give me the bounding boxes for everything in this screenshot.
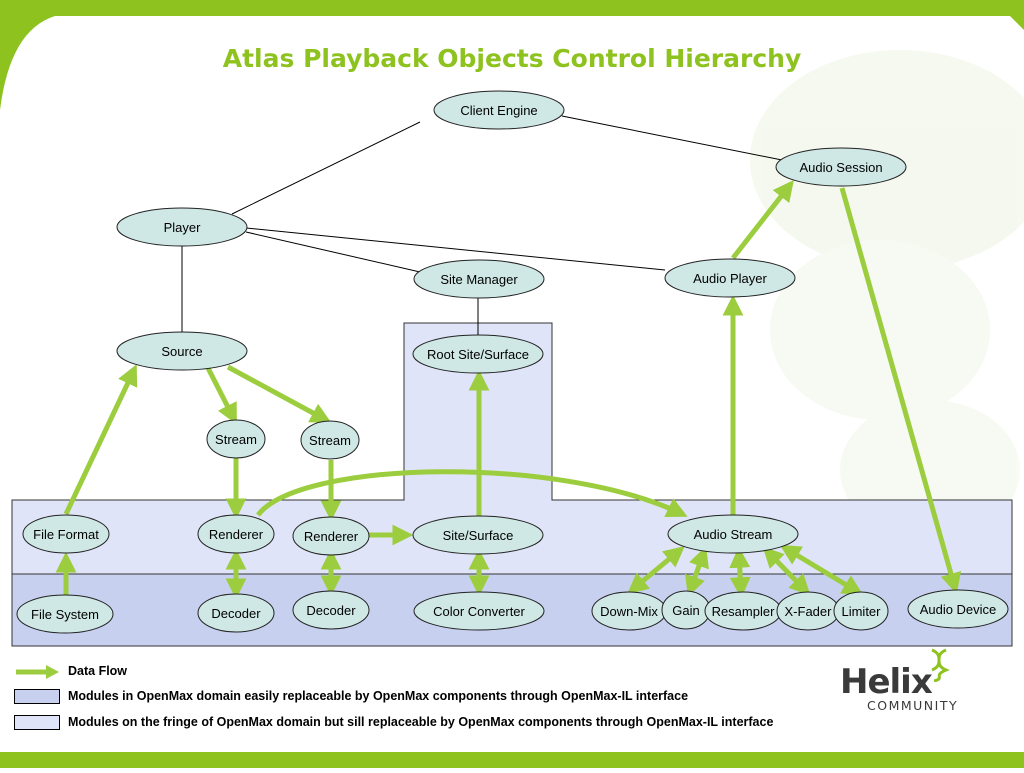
node-decoder-2: Decoder — [292, 590, 370, 630]
node-site-manager: Site Manager — [413, 259, 545, 299]
openmax-fringe-swatch — [14, 714, 60, 730]
logo-sub: COMMUNITY — [867, 698, 959, 713]
node-gain: Gain — [661, 590, 711, 630]
legend-openmax-domain: Modules in OpenMax domain easily replace… — [14, 687, 688, 705]
openmax-domain-swatch — [14, 688, 60, 704]
node-decoder-1: Decoder — [197, 593, 275, 633]
logo-word: Helix — [840, 662, 933, 702]
data-flow-arrows — [55, 180, 962, 600]
node-renderer-2: Renderer — [292, 516, 370, 556]
legend-openmax-fringe-label: Modules on the fringe of OpenMax domain … — [68, 715, 774, 729]
legend-openmax-domain-label: Modules in OpenMax domain easily replace… — [68, 689, 689, 703]
node-audio-session: Audio Session — [775, 147, 907, 187]
node-renderer-1: Renderer — [197, 514, 275, 554]
node-root-site-surface: Root Site/Surface — [412, 334, 544, 374]
node-stream-2: Stream — [300, 420, 360, 460]
node-audio-player: Audio Player — [664, 258, 796, 298]
svg-text:Resampler: Resampler — [712, 604, 776, 619]
svg-text:Player: Player — [164, 220, 202, 235]
legend-data-flow-label: Data Flow — [68, 664, 128, 678]
node-down-mix: Down-Mix — [591, 591, 667, 631]
legend-openmax-fringe: Modules on the fringe of OpenMax domain … — [14, 713, 773, 731]
node-player: Player — [116, 207, 248, 247]
node-x-fader: X-Fader — [776, 591, 840, 631]
svg-text:File Format: File Format — [33, 527, 99, 542]
svg-text:Renderer: Renderer — [209, 527, 264, 542]
svg-text:Stream: Stream — [215, 432, 257, 447]
helix-icon — [931, 648, 950, 682]
svg-text:X-Fader: X-Fader — [785, 604, 833, 619]
svg-text:Gain: Gain — [672, 603, 699, 618]
control-lines — [181, 115, 783, 337]
svg-text:Audio Player: Audio Player — [693, 271, 767, 286]
svg-text:Down-Mix: Down-Mix — [600, 604, 658, 619]
node-stream-1: Stream — [206, 419, 266, 459]
node-color-converter: Color Converter — [413, 591, 545, 631]
node-limiter: Limiter — [833, 591, 889, 631]
svg-text:Client Engine: Client Engine — [460, 103, 537, 118]
svg-text:Site Manager: Site Manager — [440, 272, 518, 287]
node-resampler: Resampler — [704, 591, 782, 631]
legend-data-flow: Data Flow — [14, 662, 127, 680]
svg-text:Stream: Stream — [309, 433, 351, 448]
node-source: Source — [116, 331, 248, 371]
helix-community-logo: Helix COMMUNITY — [840, 648, 980, 718]
node-site-surface: Site/Surface — [412, 515, 544, 555]
svg-text:Audio Session: Audio Session — [799, 160, 882, 175]
node-audio-stream: Audio Stream — [667, 514, 799, 554]
node-file-format: File Format — [22, 514, 110, 554]
node-client-engine: Client Engine — [433, 90, 565, 130]
node-file-system: File System — [16, 594, 114, 634]
svg-text:Decoder: Decoder — [211, 606, 261, 621]
svg-text:Site/Surface: Site/Surface — [443, 528, 514, 543]
svg-text:Audio Stream: Audio Stream — [694, 527, 773, 542]
svg-text:File System: File System — [31, 607, 99, 622]
svg-text:Audio Device: Audio Device — [920, 602, 997, 617]
svg-text:Renderer: Renderer — [304, 529, 359, 544]
slide-title: Atlas Playback Objects Control Hierarchy — [222, 44, 802, 73]
svg-text:Root Site/Surface: Root Site/Surface — [427, 347, 529, 362]
background-watermark — [750, 50, 1024, 540]
svg-text:Decoder: Decoder — [306, 603, 356, 618]
node-audio-device: Audio Device — [907, 589, 1009, 629]
svg-text:Limiter: Limiter — [841, 604, 881, 619]
data-flow-arrow-icon — [16, 664, 59, 679]
svg-text:Color Converter: Color Converter — [433, 604, 525, 619]
svg-text:Source: Source — [161, 344, 202, 359]
